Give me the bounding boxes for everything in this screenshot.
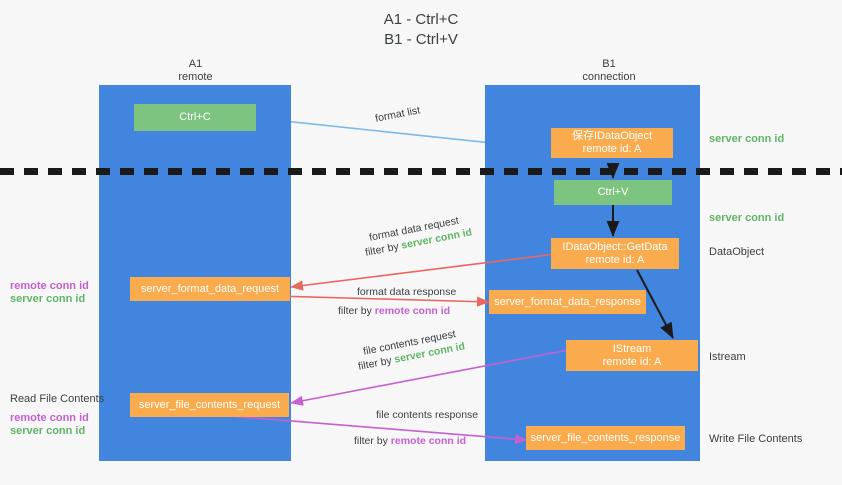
annotation-left-server-conn-id-1: server conn id (10, 293, 86, 305)
label-file-contents-response: file contents response (376, 409, 479, 421)
node-save-idataobject[interactable]: 保存IDataObject remote id: A (551, 128, 673, 158)
annotation-left-remote-conn-id-2: remote conn id (10, 412, 89, 424)
node-ctrl-v-label: Ctrl+V (597, 186, 629, 198)
node-server-file-contents-request[interactable]: server_file_contents_request (130, 393, 289, 417)
node-server-format-data-response[interactable]: server_format_data_response (489, 290, 646, 314)
edge-file-contents-request (290, 349, 569, 406)
node-istream[interactable]: IStream remote id: A (566, 340, 698, 371)
column-header-a1: A1 remote (138, 58, 253, 84)
node-server-format-data-response-label: server_format_data_response (494, 295, 641, 308)
annotation-server-conn-id-second: server conn id (709, 212, 785, 224)
label-format-data-response: format data response (357, 286, 457, 298)
title-line-2: B1 - Ctrl+V (384, 31, 458, 48)
node-server-file-contents-request-label: server_file_contents_request (138, 398, 281, 411)
label-file-contents-response-filter: filter by remote conn id (354, 434, 466, 448)
filter-prefix: filter by (354, 435, 388, 447)
column-b1-sub: connection (582, 71, 636, 83)
page-title: A1 - Ctrl+C B1 - Ctrl+V (0, 10, 842, 50)
column-header-b1: B1 connection (550, 58, 668, 84)
node-save-idataobject-sub: remote id: A (582, 143, 642, 155)
annotation-server-conn-id-top: server conn id (709, 133, 785, 145)
column-a1-sub: remote (178, 71, 213, 83)
label-format-data-response-filter: filter by remote conn id (338, 304, 450, 318)
node-ctrl-c-label: Ctrl+C (179, 111, 211, 123)
column-a1-name: A1 (188, 58, 203, 70)
filter-key-remote-conn-id: remote conn id (374, 305, 451, 317)
annotation-istream: Istream (709, 351, 746, 363)
phase-divider (0, 168, 842, 175)
node-server-file-contents-response-label: server_file_contents_response (530, 431, 681, 444)
title-line-1: A1 - Ctrl+C (383, 11, 459, 28)
node-server-format-data-request[interactable]: server_format_data_request (130, 277, 290, 301)
node-ctrl-c[interactable]: Ctrl+C (134, 104, 256, 131)
edge-format-data-request (290, 253, 557, 291)
node-idataobject-getdata-sub: remote id: A (585, 253, 645, 266)
node-idataobject-getdata[interactable]: IDataObject::GetData remote id: A (551, 238, 679, 269)
node-istream-sub: remote id: A (602, 355, 662, 368)
node-istream-label: IStream (612, 342, 652, 355)
annotation-left-server-conn-id-2: server conn id (10, 425, 86, 437)
annotation-write-file-contents: Write File Contents (709, 433, 803, 445)
annotation-left-remote-conn-id-1: remote conn id (10, 280, 89, 292)
filter-prefix: filter by (338, 305, 372, 317)
edge-getdata-to-istream (636, 269, 674, 339)
annotation-read-file-contents: Read File Contents (10, 393, 105, 405)
filter-key-remote-conn-id: remote conn id (390, 435, 467, 447)
column-b1-name: B1 (602, 58, 616, 70)
node-server-file-contents-response[interactable]: server_file_contents_response (526, 426, 685, 450)
node-save-idataobject-label: 保存IDataObject (571, 130, 653, 142)
node-server-format-data-request-label: server_format_data_request (140, 282, 280, 295)
node-ctrl-v[interactable]: Ctrl+V (554, 180, 672, 205)
annotation-dataobject: DataObject (709, 246, 765, 258)
node-idataobject-getdata-label: IDataObject::GetData (562, 240, 668, 253)
